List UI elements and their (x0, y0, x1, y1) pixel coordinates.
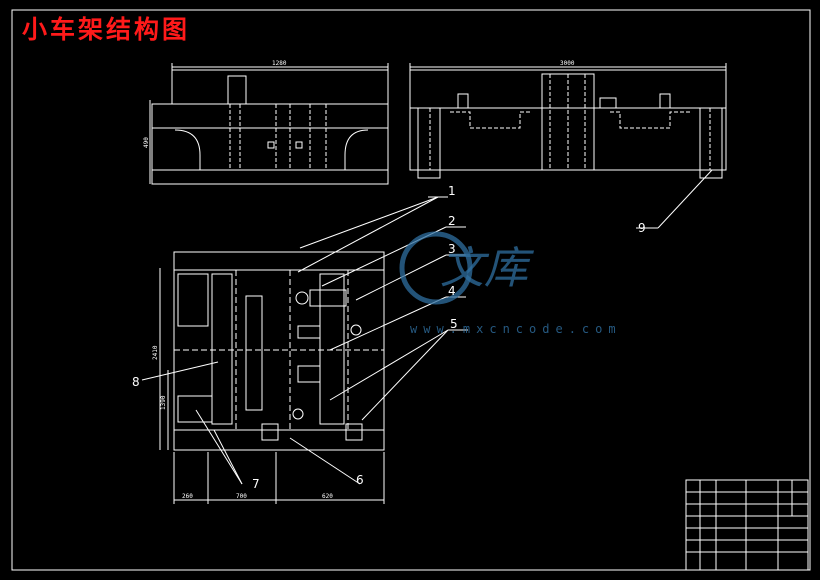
dim-bottom-b: 700 (236, 493, 247, 500)
top-right-view (409, 63, 727, 179)
callout-6: 6 (356, 473, 364, 487)
callout-2: 2 (448, 214, 456, 228)
sheet-border (11, 9, 811, 571)
top-left-view (149, 63, 389, 185)
callout-5: 5 (450, 317, 458, 331)
callout-9: 9 (638, 221, 646, 235)
title-block (685, 479, 809, 571)
callout-3: 3 (448, 242, 456, 256)
callout-8: 8 (132, 375, 140, 389)
callout-1: 1 (448, 184, 456, 198)
watermark-site: www.mxcncode.com (410, 322, 622, 336)
dim-left-height: 490 (143, 137, 150, 148)
dim-bottom-a: 260 (182, 493, 193, 500)
dim-top-right-width: 3000 (560, 60, 575, 67)
dim-top-left-width: 1280 (272, 60, 287, 67)
drawing-title: 小车架结构图 (22, 15, 191, 44)
dim-side-a: 2410 (152, 345, 159, 360)
plan-view (159, 251, 385, 504)
dim-side-b: 1390 (160, 395, 167, 410)
dim-bottom-c: 620 (322, 493, 333, 500)
callout-7: 7 (252, 477, 260, 491)
leader-lines (141, 169, 713, 485)
watermark-chinese: 文库 (440, 243, 528, 294)
callout-4: 4 (448, 284, 456, 298)
watermark-logo (399, 231, 473, 305)
